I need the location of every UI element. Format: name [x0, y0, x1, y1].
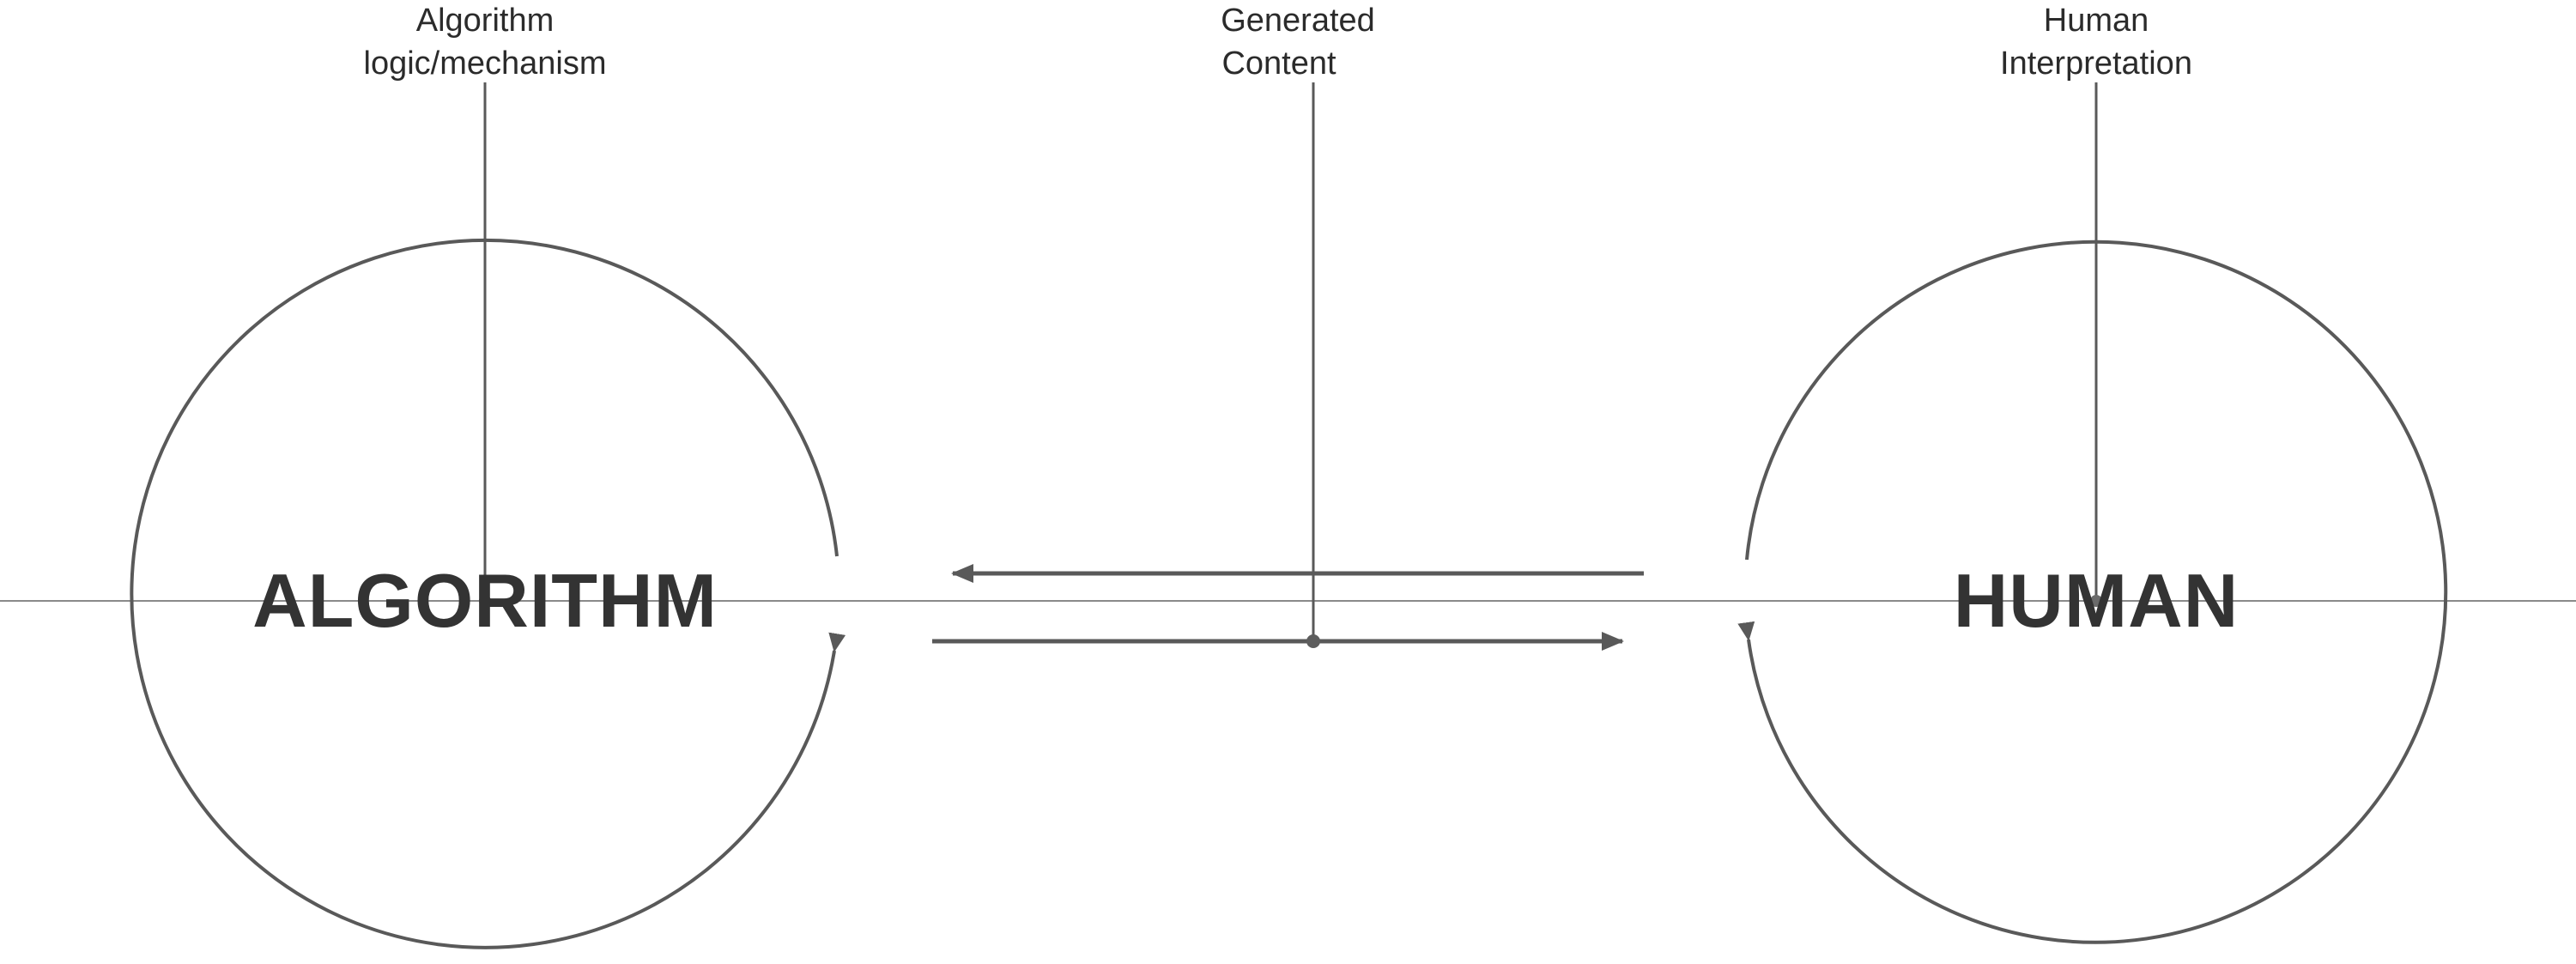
callout-human-interpretation-anchor-dot — [2090, 595, 2102, 607]
callout-generated-content-line2: Content — [1221, 45, 1336, 82]
callout-algorithm-logic-line1: Algorithm — [416, 3, 555, 39]
callout-generated-content-anchor-dot — [1306, 634, 1320, 648]
node-label-human: HUMAN — [1954, 558, 2240, 643]
human-cycle-arc — [1737, 239, 2448, 944]
algorithm-cycle-arc — [130, 238, 846, 949]
algorithm-cycle — [130, 238, 846, 949]
callout-algorithm-logic-anchor-dot — [479, 595, 491, 607]
node-label-algorithm: ALGORITHM — [252, 558, 718, 643]
callout-human-interpretation: Human Interpretation — [2000, 3, 2192, 607]
callout-algorithm-logic: Algorithm logic/mechanism — [364, 3, 607, 607]
callout-human-interpretation-line2: Interpretation — [2000, 45, 2192, 82]
callout-human-interpretation-line1: Human — [2044, 3, 2149, 39]
callout-generated-content: Generated Content — [1221, 3, 1375, 648]
callout-generated-content-line1: Generated — [1221, 3, 1375, 39]
human-cycle — [1737, 239, 2448, 944]
callout-algorithm-logic-line2: logic/mechanism — [364, 45, 607, 82]
